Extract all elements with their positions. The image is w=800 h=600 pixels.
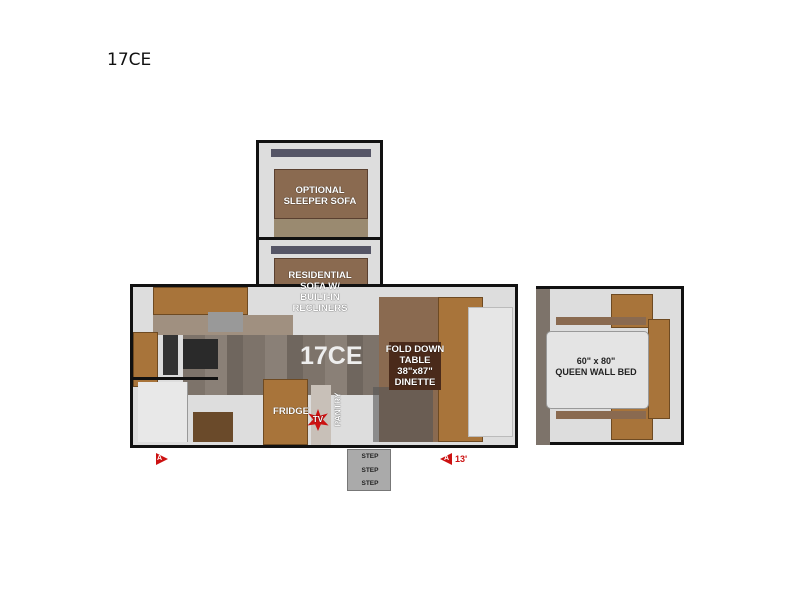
length-label: 13' xyxy=(455,454,468,464)
step-label: STEP xyxy=(361,453,379,460)
sofa-label-line: SOFA W/ xyxy=(300,281,340,292)
pantry-label: PANTRY xyxy=(332,392,343,427)
bed-label-line: 60" x 80" xyxy=(576,356,616,366)
dinette-table xyxy=(389,342,441,390)
entry-steps: STEP STEP STEP xyxy=(347,449,391,491)
sofa-label-line: RECLINERS xyxy=(292,303,348,314)
page-title: 17CE xyxy=(107,50,152,70)
model-watermark: 17CE xyxy=(300,342,363,370)
wall-bed-view xyxy=(536,286,684,445)
fridge-label: FRIDGE xyxy=(273,406,309,417)
tv-label: TV xyxy=(312,415,324,424)
sofa-label-line: RESIDENTIAL xyxy=(288,270,352,281)
section-marker-letter: A xyxy=(157,455,163,462)
optional-sleeper-sofa-label: OPTIONAL SLEEPER SOFA xyxy=(283,185,357,207)
main-floorplan xyxy=(130,284,518,448)
dinette-label-line: 38"x87" xyxy=(397,366,433,377)
section-marker-letter: A xyxy=(444,455,450,462)
residential-sofa-label: RESIDENTIAL SOFA W/ BUILT-IN RECLINERS xyxy=(280,270,360,314)
dinette-label-line: DINETTE xyxy=(394,377,436,388)
optional-slideout xyxy=(256,140,383,238)
sofa-label-line: BUILT-IN xyxy=(300,292,340,303)
step-label: STEP xyxy=(361,480,379,487)
dinette-label-line: FOLD DOWN xyxy=(385,344,445,355)
dinette-label-line: TABLE xyxy=(399,355,431,366)
bed-label-line: QUEEN WALL BED xyxy=(555,367,637,377)
step-label: STEP xyxy=(361,467,379,474)
queen-wall-bed-label: 60" x 80" QUEEN WALL BED xyxy=(548,356,644,378)
dinette-label: FOLD DOWN TABLE 38"x87" DINETTE xyxy=(385,344,445,388)
